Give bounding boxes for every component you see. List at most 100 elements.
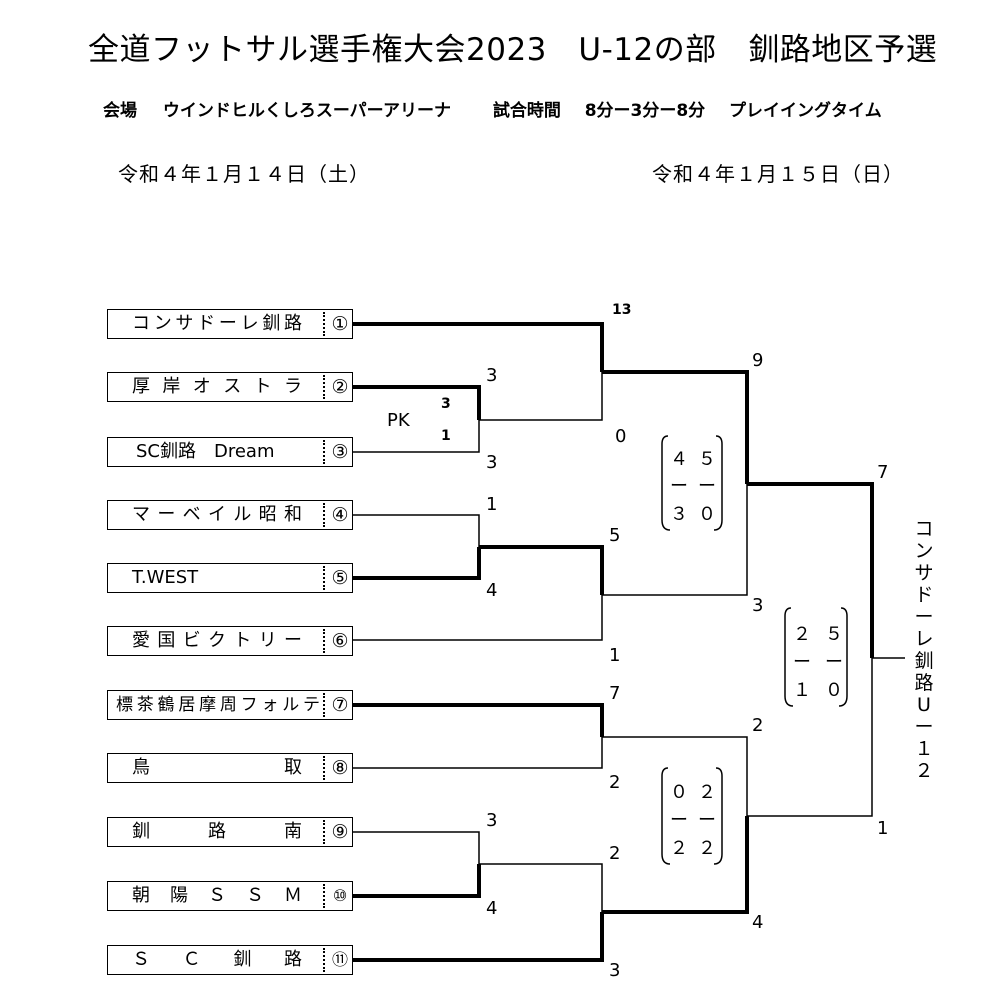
team-box-4: マーベイル昭和 ④ [107,500,353,530]
score-sf1-top: 9 [752,350,764,371]
divider [323,948,325,972]
champion-char: レ [914,628,934,650]
team-number: ⑧ [331,757,349,779]
divider [323,693,325,717]
team-number: ④ [331,504,349,526]
team-number: ③ [331,441,349,463]
team-number: ⑨ [331,821,349,843]
team-box-5: T.WEST ⑤ [107,563,353,593]
period-final-b1: １ [793,680,811,701]
divider [323,756,325,780]
divider [323,820,325,844]
period-final-h2: ５ [825,624,843,645]
champion-char: ド [914,584,934,606]
team-name: 厚岸オストラ [132,376,302,397]
score-sf2-top: 2 [752,715,764,736]
team-number: ① [331,313,349,335]
team-box-11: ＳＣ釧路 ⑪ [107,945,353,975]
champion-char: ン [914,540,934,562]
divider [323,440,325,464]
champion-char: ー [914,716,934,738]
score-m78-top: 7 [609,683,621,704]
score-m910-top: 3 [486,810,498,831]
venue-name: ウインドヒルくしろスーパーアリーナ [162,101,451,121]
score-m23-top: 3 [486,365,498,386]
team-box-10: 朝陽ＳＳＭ ⑩ [107,881,353,911]
period-sf2-h2: ２ [698,782,716,803]
score-final-top: 7 [877,462,889,483]
period-sf1-b1: ３ [670,504,688,525]
period-final-h1: ２ [793,624,811,645]
champion-char: コ [914,518,934,540]
champion-char: ー [914,606,934,628]
divider [323,566,325,590]
match-time-label: 試合時間 [492,101,561,121]
divider [323,503,325,527]
period-sf1-h1: ４ [670,449,688,470]
score-m23-bottom: 3 [486,452,498,473]
team-name: マーベイル昭和 [132,504,302,525]
team-name: ＳＣ釧路 [132,949,302,970]
score-m11-top: 2 [609,843,621,864]
divider [323,312,325,336]
period-sf2-d1: ー [670,810,688,831]
team-box-6: 愛国ビクトリー ⑥ [107,626,353,656]
period-sf2-d2: ー [698,810,716,831]
score-sf2-bottom: 4 [752,912,764,933]
score-m1-top: 13 [612,302,632,318]
team-name: T.WEST [132,567,199,588]
team-name: 愛国ビクトリー [132,630,302,651]
champion-char: サ [914,562,934,584]
champion-char: ２ [914,760,934,782]
divider [323,375,325,399]
score-final-bottom: 1 [877,818,889,839]
champion-char: U [917,694,931,716]
team-number: ⑪ [331,950,348,969]
team-box-7: 標茶鶴居摩周フォルテ ⑦ [107,690,353,720]
period-sf1-d2: ー [698,476,716,497]
period-final-d2: ー [825,652,843,673]
champion-char: 路 [914,672,934,694]
score-m1-bottom: 0 [615,426,627,447]
team-number: ② [331,376,349,398]
date-day2: 令和４年１月１５日（日） [652,162,904,186]
score-m11-bottom: 3 [609,960,621,981]
subtitle-line: 会場 ウインドヒルくしろスーパーアリーナ 試合時間 8分ー3分ー8分 プレイイン… [103,96,882,121]
score-sf1-bottom: 3 [752,595,764,616]
pk-score-top: 3 [441,396,451,412]
pk-score-bottom: 1 [441,428,451,444]
team-box-1: コンサドーレ釧路 ① [107,309,353,339]
team-box-9: 釧 路 南 ⑨ [107,817,353,847]
team-name: 釧 路 南 [132,821,302,842]
score-m45-top: 1 [486,494,498,515]
period-final-d1: ー [793,652,811,673]
score-m45-bottom: 4 [486,580,498,601]
champion-name: コ ン サ ド ー レ 釧 路 U ー １ ２ [912,518,936,782]
team-number: ⑩ [332,886,348,905]
period-sf2-b1: ２ [670,838,688,859]
period-sf2-h1: ０ [670,782,688,803]
playing-time-note: プレイイングタイム [729,101,882,121]
team-number: ⑤ [331,567,349,589]
champion-char: 釧 [914,650,934,672]
team-name: コンサドーレ釧路 [132,313,302,334]
team-number: ⑦ [331,694,349,716]
match-time: 8分ー3分ー8分 [584,101,706,121]
team-name: 朝陽ＳＳＭ [132,885,302,906]
score-m6-top: 5 [609,525,621,546]
team-number: ⑥ [331,630,349,652]
divider [323,884,325,908]
pk-label: PK [387,410,410,431]
team-name: 標茶鶴居摩周フォルテ [116,695,320,715]
period-sf1-b2: ０ [698,504,716,525]
period-sf1-d1: ー [670,476,688,497]
team-box-3: SC釧路 Dream ③ [107,437,353,467]
champion-char: １ [914,738,934,760]
date-day1: 令和４年１月１４日（土） [118,162,370,186]
page-title: 全道フットサル選手権大会2023 U-12の部 釧路地区予選 [88,32,938,68]
score-m78-bottom: 2 [609,772,621,793]
score-m910-bottom: 4 [486,898,498,919]
period-sf1-h2: ５ [698,449,716,470]
period-sf2-b2: ２ [698,838,716,859]
